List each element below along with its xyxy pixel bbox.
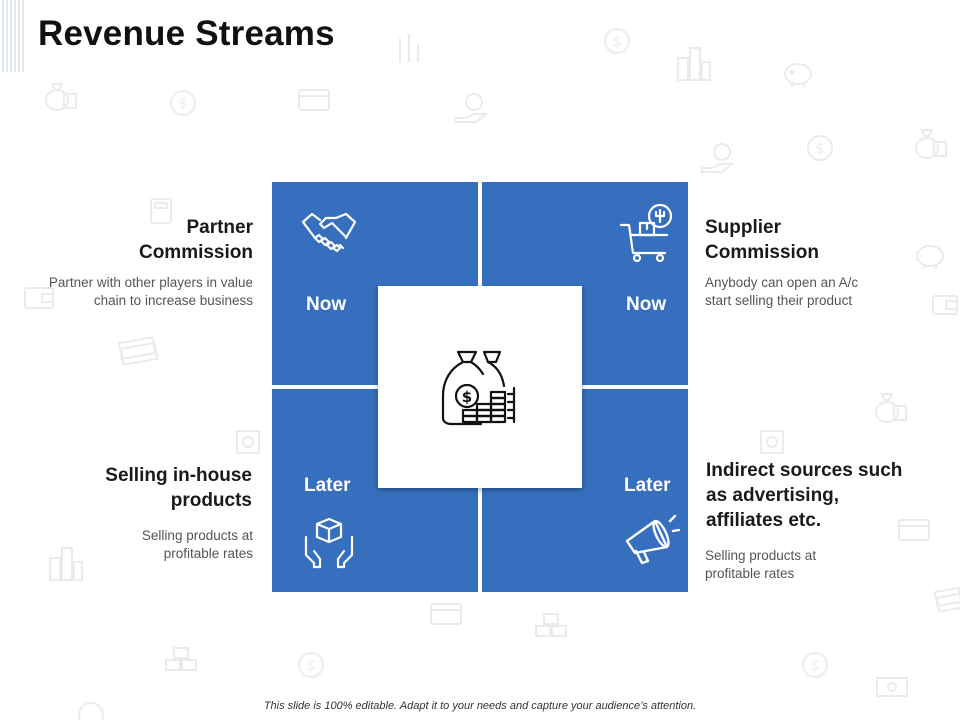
- description-line: Selling products at: [141, 528, 253, 543]
- heading-line: as advertising,: [706, 485, 840, 506]
- credit-card-icon: [430, 603, 462, 625]
- dollar-coin-icon: $: [298, 652, 324, 678]
- gold-bars-icon: [535, 613, 567, 637]
- megaphone-icon: [625, 514, 680, 565]
- footer-note: This slide is 100% editable. Adapt it to…: [263, 700, 697, 712]
- wallet-icon: [932, 295, 958, 315]
- heading-line: affiliates etc.: [706, 510, 822, 531]
- svg-text:$: $: [462, 388, 472, 406]
- piggy-bank-icon: [916, 245, 944, 269]
- indirect-sources-heading: Indirect sources such as advertising, af…: [706, 458, 956, 533]
- safe-icon: [760, 430, 784, 454]
- heading-line: products: [170, 490, 252, 511]
- description-line: Selling products at: [705, 548, 817, 563]
- supplier-commission-description: Anybody can open an A/c start selling th…: [705, 274, 935, 310]
- credit-card-icon: [898, 519, 930, 541]
- wallet-icon: [24, 287, 54, 309]
- cash-stack-icon: [933, 586, 960, 613]
- safe-icon: [236, 430, 260, 454]
- svg-text:$: $: [816, 141, 825, 157]
- quadrant-label-later: Later: [304, 475, 351, 496]
- heading-line: Commission: [705, 242, 820, 263]
- svg-text:$: $: [811, 658, 820, 674]
- money-bag-icon: [45, 83, 77, 111]
- cart-gear-icon: [619, 203, 673, 262]
- money-bag-icon: [875, 393, 907, 423]
- heading-line: Indirect sources such: [706, 460, 903, 481]
- handshake-icon: [301, 212, 357, 253]
- chart-bars-icon: [399, 34, 419, 62]
- money-bags-coins-icon: $: [441, 350, 516, 426]
- cash-stack-icon: [117, 336, 159, 366]
- quadrant-label-later: Later: [624, 475, 671, 496]
- svg-text:$: $: [613, 34, 622, 50]
- description-line: start selling their product: [705, 293, 853, 308]
- money-bag-icon: [915, 129, 947, 159]
- partner-commission-heading: Partner Commission: [60, 215, 253, 265]
- heading-line: Supplier: [705, 217, 782, 238]
- calculator-icon: [150, 198, 172, 224]
- supplier-commission-heading: Supplier Commission: [705, 215, 925, 265]
- gold-bars-icon: [165, 647, 197, 671]
- center-card: $: [378, 286, 582, 488]
- selling-in-house-heading: Selling in-house products: [40, 463, 252, 513]
- piggy-bank-icon: [784, 63, 812, 87]
- dollar-coin-icon: $: [604, 28, 630, 54]
- description-line: profitable rates: [705, 566, 795, 581]
- svg-text:$: $: [179, 96, 188, 112]
- slide-title: Revenue Streams: [38, 14, 335, 53]
- hand-coin-icon: [701, 143, 735, 173]
- banknote-icon: [876, 677, 908, 697]
- dollar-coin-icon: $: [170, 90, 196, 116]
- selling-in-house-description: Selling products at profitable rates: [40, 527, 253, 563]
- quadrant-label-now: Now: [306, 294, 347, 315]
- description-line: profitable rates: [163, 546, 253, 561]
- city-building-icon: [49, 547, 83, 581]
- hands-box-icon: [304, 517, 354, 569]
- description-line: chain to increase business: [93, 293, 253, 308]
- svg-text:$: $: [307, 658, 316, 674]
- heading-line: Partner: [186, 217, 253, 238]
- heading-line: Selling in-house: [105, 465, 252, 486]
- dollar-coin-icon: $: [802, 652, 828, 678]
- description-line: Partner with other players in value: [48, 275, 253, 290]
- description-line: Anybody can open an A/c: [705, 275, 859, 290]
- decorative-stripes: [2, 0, 24, 72]
- city-building-icon: [677, 47, 711, 81]
- credit-card-icon: [298, 89, 330, 111]
- quadrant-label-now: Now: [626, 294, 667, 315]
- dollar-coin-icon: [78, 702, 104, 720]
- dollar-coin-icon: $: [807, 135, 833, 161]
- partner-commission-description: Partner with other players in value chai…: [10, 274, 253, 310]
- heading-line: Commission: [138, 242, 253, 263]
- indirect-sources-description: Selling products at profitable rates: [705, 547, 935, 583]
- hand-coin-icon: [455, 93, 489, 123]
